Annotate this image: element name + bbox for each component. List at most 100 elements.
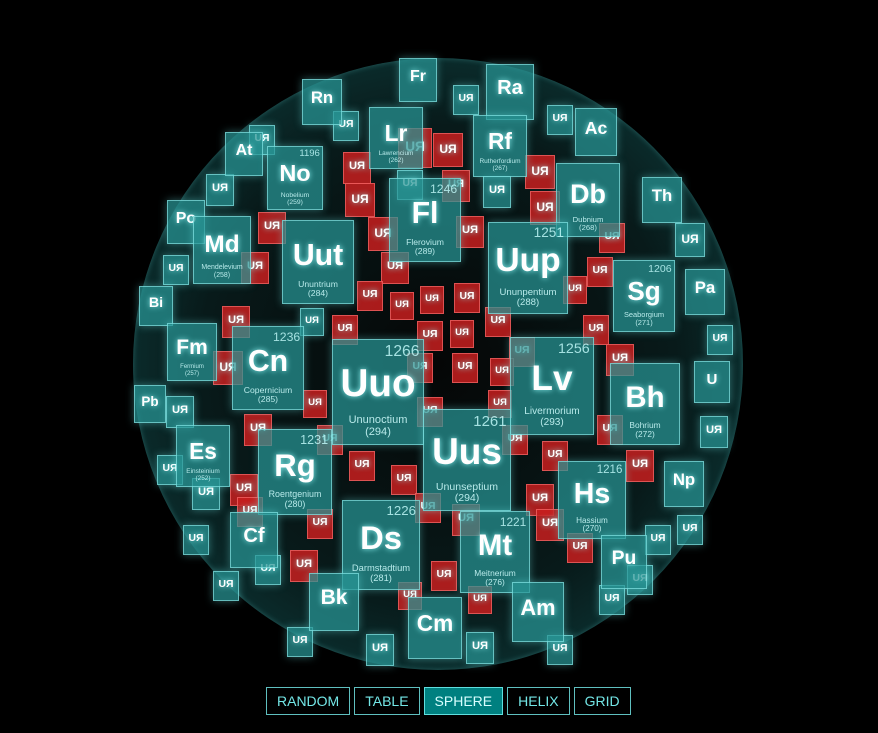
element-tile[interactable]: Pb xyxy=(134,385,166,423)
element-tile-back[interactable]: UЯ xyxy=(391,464,417,496)
element-name-text: Ununseptium xyxy=(435,481,499,493)
element-tile-back[interactable]: UЯ xyxy=(700,415,728,449)
element-tile-back[interactable]: UЯ xyxy=(454,282,480,314)
element-mass: (258) xyxy=(213,271,231,279)
element-tile-back[interactable]: UЯ xyxy=(345,182,375,218)
element-tile-back[interactable]: UЯ xyxy=(357,280,383,312)
element-symbol: Th xyxy=(651,186,673,206)
element-tile-back[interactable]: UЯ xyxy=(183,524,209,556)
element-tile-back[interactable]: UЯ xyxy=(433,132,463,168)
element-tile[interactable]: Bk xyxy=(309,573,359,631)
element-tile-back[interactable]: UЯ xyxy=(483,175,511,209)
element-symbol: Po xyxy=(175,210,197,228)
element-tile-back[interactable]: UЯ xyxy=(300,308,324,336)
element-tile[interactable]: U xyxy=(694,361,730,403)
element-symbol: Hs xyxy=(573,477,611,510)
table-button[interactable]: TABLE xyxy=(354,687,420,715)
element-symbol-mirrored: UЯ xyxy=(260,562,276,574)
element-tile[interactable]: Th xyxy=(642,176,682,224)
element-tile-back[interactable]: UЯ xyxy=(645,524,671,556)
element-symbol-mirrored: UЯ xyxy=(403,589,417,601)
element-mass: (276) xyxy=(485,577,505,588)
element-mass: (267) xyxy=(492,165,508,173)
element-tile-back[interactable]: UЯ xyxy=(290,549,318,583)
element-symbol-mirrored: UЯ xyxy=(568,283,582,295)
element-name: Seaborgium(271) xyxy=(614,311,674,327)
element-tile[interactable]: Ra xyxy=(486,64,534,120)
element-tile-back[interactable]: UЯ xyxy=(677,514,703,546)
sphere-button[interactable]: SPHERE xyxy=(423,687,504,715)
element-mass: (259) xyxy=(287,198,303,206)
element-tile-back[interactable]: UЯ xyxy=(213,570,239,602)
element-tile-back[interactable]: UЯ xyxy=(431,560,457,592)
element-tile-back[interactable]: UЯ xyxy=(587,256,613,288)
element-tile[interactable]: Cf xyxy=(230,512,278,568)
element-tile[interactable]: At xyxy=(225,131,263,177)
element-tile-back[interactable]: UЯ xyxy=(452,352,478,384)
element-tile-back[interactable]: UЯ xyxy=(303,390,327,418)
element-tile[interactable]: Bi xyxy=(139,286,173,326)
element-name: Einsteinium(252) xyxy=(177,469,229,483)
element-tile-back[interactable]: UЯ xyxy=(287,626,313,658)
element-symbol: Uut xyxy=(292,238,344,272)
element-tile-back[interactable]: UЯ xyxy=(450,320,474,348)
element-tile-back[interactable]: UЯ xyxy=(675,222,705,258)
element-tile-back[interactable]: UЯ xyxy=(466,631,494,665)
element-tile-back[interactable]: UЯ xyxy=(599,584,625,616)
element-tile[interactable]: Np xyxy=(664,460,704,508)
element-tile[interactable]: Am xyxy=(512,581,564,643)
element-tile-back[interactable]: UЯ xyxy=(206,173,234,207)
element-tile-back[interactable]: UЯ xyxy=(626,449,654,483)
random-button[interactable]: RANDOM xyxy=(266,687,351,715)
element-symbol-mirrored: UЯ xyxy=(245,423,271,434)
element-tile[interactable]: Fr xyxy=(399,57,437,103)
element-tile-back[interactable]: UЯ xyxy=(453,84,479,116)
grid-button[interactable]: GRID xyxy=(573,687,631,715)
element-tile-back[interactable]: UЯ xyxy=(530,190,560,226)
element-tile-back[interactable]: UЯ xyxy=(547,104,573,136)
element-tile-back[interactable]: UЯ xyxy=(707,324,733,356)
element-tile-back[interactable]: UЯ xyxy=(163,254,189,286)
element-symbol: Uus xyxy=(432,430,502,472)
element-tile[interactable]: Pu xyxy=(601,535,647,589)
element-name: Ununseptium(294) xyxy=(424,481,510,504)
element-symbol: At xyxy=(235,142,253,160)
element-tile-back[interactable]: UЯ xyxy=(390,292,414,320)
element-tile[interactable]: Cm xyxy=(408,596,462,660)
element-tile[interactable]: Ac xyxy=(575,107,617,157)
element-tile-back[interactable]: UЯ xyxy=(343,151,371,185)
element-tile-back[interactable]: UЯ xyxy=(166,395,194,429)
element-tile-back[interactable]: UЯ xyxy=(542,440,568,472)
element-symbol: Md xyxy=(204,231,240,259)
element-tile-back[interactable]: UЯ xyxy=(547,634,573,666)
element-tile-back[interactable]: UЯ xyxy=(349,450,375,482)
element-tile[interactable]: Pa xyxy=(685,268,725,316)
element-tile-back[interactable]: UЯ xyxy=(366,633,394,667)
element-tile-back[interactable]: UЯ xyxy=(525,154,555,190)
element-tile-back[interactable]: UЯ xyxy=(420,286,444,314)
element-symbol-mirrored: UЯ xyxy=(531,492,549,505)
helix-button[interactable]: HELIX xyxy=(507,687,570,715)
element-tile[interactable]: Rn xyxy=(302,78,342,126)
